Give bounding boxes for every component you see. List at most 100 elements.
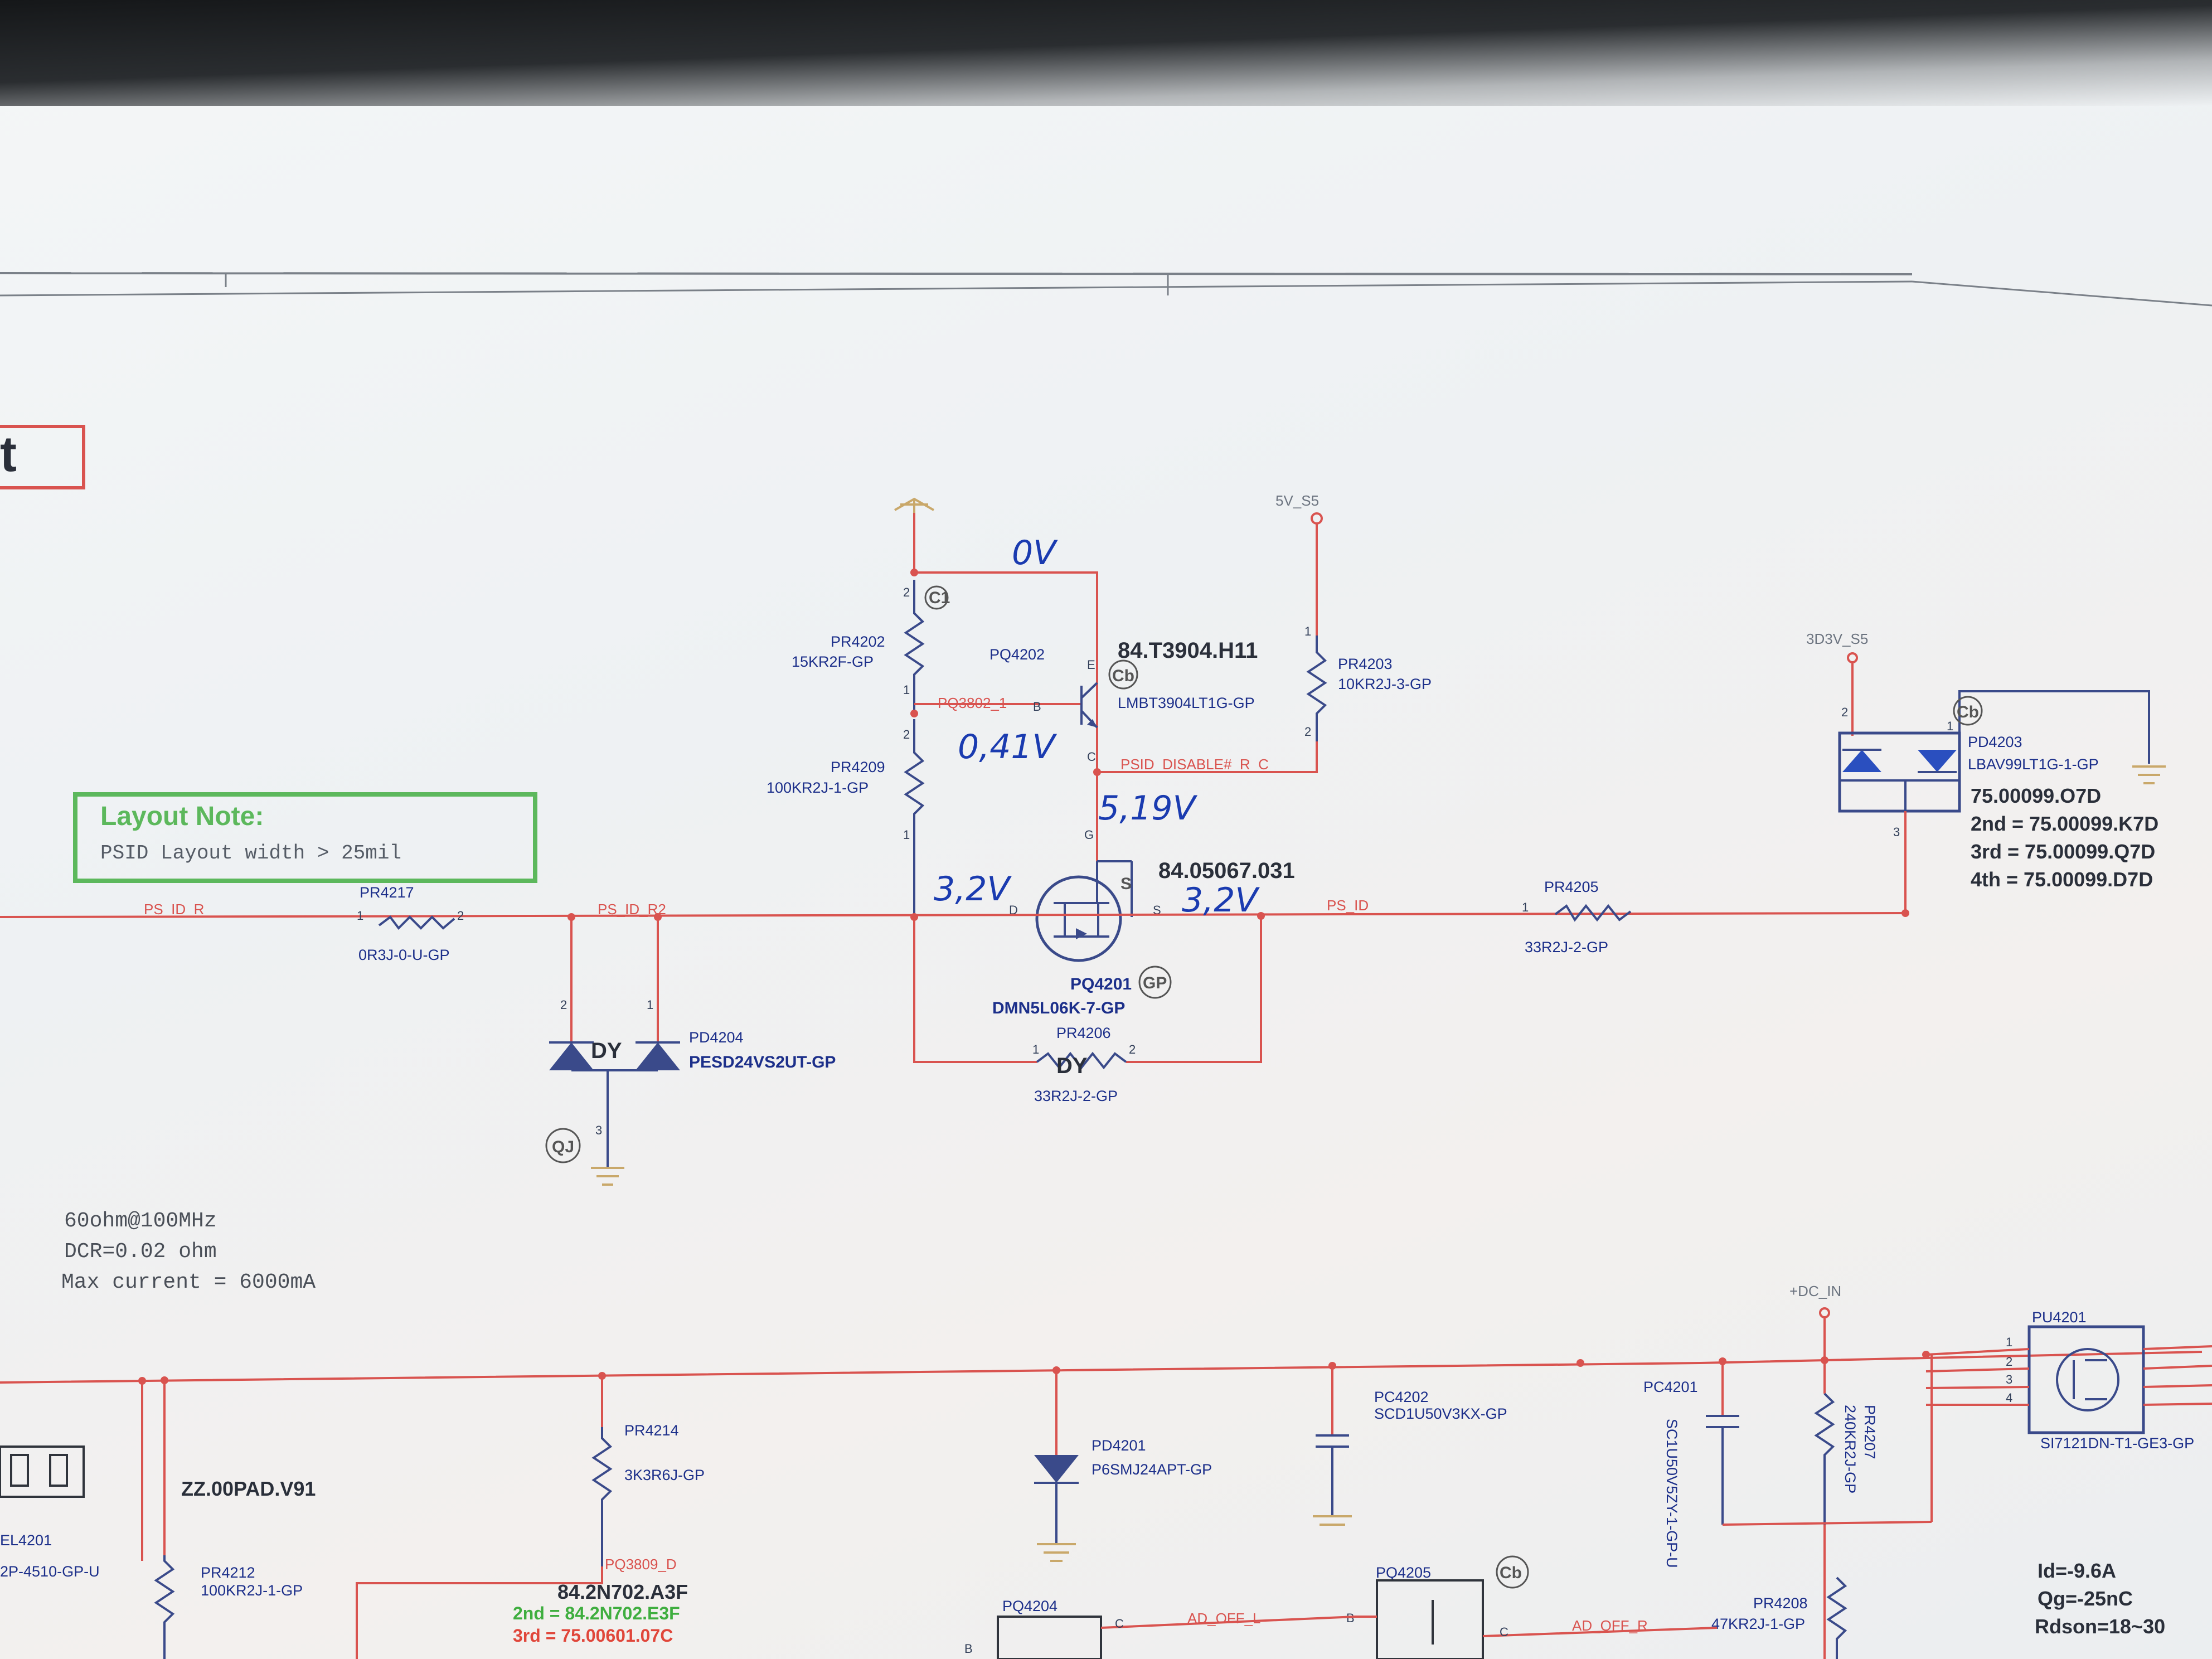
svg-text:QJ: QJ <box>552 1138 574 1156</box>
pd4204-dy: DY <box>591 1039 622 1063</box>
rail-5v-label: 5V_S5 <box>1275 492 1319 509</box>
svg-text:2: 2 <box>1304 725 1311 739</box>
zz-pn: ZZ.00PAD.V91 <box>181 1477 316 1500</box>
svg-text:2: 2 <box>560 998 567 1012</box>
ground-symbol-top <box>894 497 934 513</box>
svg-text:Cb: Cb <box>1112 667 1134 685</box>
pq4201-value: DMN5L06K-7-GP <box>992 999 1125 1017</box>
pd4204-value: PESD24VS2UT-GP <box>689 1053 836 1071</box>
rail-3v3-label: 3D3V_S5 <box>1806 630 1868 647</box>
net-ps-id: PS_ID <box>1327 897 1369 914</box>
svg-text:B: B <box>964 1642 973 1656</box>
svg-text:4: 4 <box>2006 1391 2012 1405</box>
hand-v-top: 0V <box>1012 533 1058 573</box>
title-box: t <box>0 425 85 489</box>
pc4202-value: SCD1U50V3KX-GP <box>1374 1405 1507 1422</box>
pd4203-ref: PD4203 <box>1968 734 2022 750</box>
svg-text:C: C <box>1087 750 1096 764</box>
capacitor-pc4202: PC4202 SCD1U50V3KX-GP <box>1313 1366 1507 1526</box>
pq3809-alt2: 2nd = 84.2N702.E3F <box>513 1603 680 1623</box>
pq4202-ref: PQ4202 <box>989 646 1045 663</box>
svg-text:C: C <box>1500 1625 1508 1639</box>
pc4201-value: SC1U50V5ZY-1-GP-U <box>1663 1419 1680 1568</box>
mosfet-note: Id=-9.6A Qg=-25nC Rdson=18~30 <box>2035 1559 2165 1638</box>
pr4203-value: 10KR2J-3-GP <box>1338 676 1432 692</box>
badges: C1 Cb GP QJ Cb Cb <box>545 585 1983 1589</box>
svg-text:1: 1 <box>2006 1335 2012 1349</box>
pq4202-value: LMBT3904LT1G-GP <box>1118 695 1255 711</box>
pr4208-ref: PR4208 <box>1753 1595 1808 1612</box>
pr4212-ref: PR4212 <box>201 1564 255 1581</box>
resistor-pr4205: 1 PR4205 33R2J-2-GP <box>1522 879 1632 955</box>
svg-text:1: 1 <box>1032 1042 1039 1056</box>
mosfet-note-line1: Id=-9.6A <box>2038 1559 2116 1582</box>
net-pq3809-d: PQ3809_D <box>605 1556 677 1573</box>
svg-text:1: 1 <box>647 998 653 1012</box>
svg-text:B: B <box>1346 1611 1355 1625</box>
mosfet-note-line2: Qg=-25nC <box>2038 1587 2133 1610</box>
layout-note-title: Layout Note: <box>100 802 264 831</box>
svg-text:2: 2 <box>1129 1042 1136 1056</box>
net-pq3802-1: PQ3802_1 <box>938 695 1007 711</box>
inductor-note-line1: 60ohm@100MHz <box>64 1209 217 1233</box>
hand-v-drain: 3,2V <box>934 870 1012 909</box>
el4201-value: 2P-4510-GP-U <box>0 1563 100 1580</box>
transistor-pq4205: PQ4205 B C AD_OFF_R <box>1346 1564 1718 1659</box>
net-ad-off-r: AD_OFF_R <box>1572 1617 1648 1634</box>
svg-text:2: 2 <box>903 727 910 741</box>
layout-note-box: Layout Note: PSID Layout width > 25mil <box>73 792 537 883</box>
net-ad-off-l: AD_OFF_L <box>1187 1610 1261 1627</box>
pq4205-ref: PQ4205 <box>1376 1564 1431 1581</box>
pd4203-alt2: 2nd = 75.00099.K7D <box>1971 812 2158 835</box>
resistor-pr4206: 1 2 DY PR4206 33R2J-2-GP <box>1032 1025 1136 1104</box>
svg-text:C: C <box>1115 1617 1124 1631</box>
svg-text:3: 3 <box>595 1123 602 1137</box>
svg-text:D: D <box>1009 903 1018 917</box>
mosfet-pq4201: G S D S 84.05067.031 PQ4201 DMN5L06K-7-G… <box>992 772 1295 1017</box>
svg-text:2: 2 <box>457 909 464 923</box>
rail-dcin-label: +DC_IN <box>1789 1283 1841 1299</box>
transistor-pq4204: PQ4204 C AD_OFF_L B <box>964 1598 1355 1659</box>
svg-text:GP: GP <box>1143 974 1167 992</box>
title-fragment: t <box>0 426 17 482</box>
connector-el4201: EL4201 2P-4510-GP-U <box>0 1380 166 1580</box>
resistor-pr4209: 2 1 PR4209 100KR2J-1-GP <box>767 719 925 917</box>
hand-v-base: 0,41V <box>958 727 1058 767</box>
pr4212-value: 100KR2J-1-GP <box>201 1582 303 1599</box>
pc4202-ref: PC4202 <box>1374 1389 1429 1405</box>
svg-text:C1: C1 <box>929 589 950 607</box>
svg-text:Cb: Cb <box>1957 703 1979 721</box>
pr4208-value: 47KR2J-1-GP <box>1711 1616 1805 1632</box>
pd4203-pn: 75.00099.O7D <box>1971 784 2101 807</box>
inductor-note-line3: Max current = 6000mA <box>61 1270 316 1294</box>
pr4205-value: 33R2J-2-GP <box>1525 939 1608 955</box>
resistor-pr4208: PR4208 47KR2J-1-GP <box>1711 1576 1847 1659</box>
diode-pd4201: PD4201 P6SMJ24APT-GP <box>1034 1370 1212 1562</box>
pd4203-value: LBAV99LT1G-1-GP <box>1968 756 2099 773</box>
inductor-note-line2: DCR=0.02 ohm <box>64 1240 217 1264</box>
el4201-ref: EL4201 <box>0 1532 52 1549</box>
pr4203-ref: PR4203 <box>1338 656 1393 672</box>
net-ps-id-r: PS_ID_R <box>144 901 204 918</box>
svg-text:1: 1 <box>903 683 910 697</box>
svg-text:2: 2 <box>2006 1355 2012 1369</box>
svg-text:G: G <box>1084 828 1094 842</box>
svg-text:1: 1 <box>1522 900 1529 914</box>
layout-note-text: PSID Layout width > 25mil <box>100 842 401 865</box>
pd4203-alt4: 4th = 75.00099.D7D <box>1971 868 2153 891</box>
diode-pd4203: 3D3V_S5 2 3 1 PD4203 LBAV99LT1G-1-GP 75.… <box>1806 630 2166 913</box>
diode-pd4204: 2 1 3 DY PD4204 PESD24VS2UT-GP <box>549 917 836 1186</box>
pr4202-value: 15KR2F-GP <box>792 653 874 670</box>
capacitor-pc4201: PC4201 SC1U50V5ZY-1-GP-U <box>1643 1361 1739 1568</box>
pr4205-ref: PR4205 <box>1544 879 1599 895</box>
pq4201-ref: PQ4201 <box>1070 975 1132 993</box>
pr4209-value: 100KR2J-1-GP <box>767 779 869 796</box>
svg-text:1: 1 <box>903 828 910 842</box>
handwritten-annotations: 0V 0,41V 5,19V 3,2V 3,2V <box>934 533 1260 920</box>
pu4201-value: SI7121DN-T1-GE3-GP <box>2040 1435 2194 1452</box>
pq4204-ref: PQ4204 <box>1002 1598 1058 1614</box>
inductor-note: 60ohm@100MHz DCR=0.02 ohm Max current = … <box>61 1209 316 1294</box>
pr4214-value: 3K3R6J-GP <box>624 1467 705 1483</box>
svg-text:2: 2 <box>903 585 910 599</box>
